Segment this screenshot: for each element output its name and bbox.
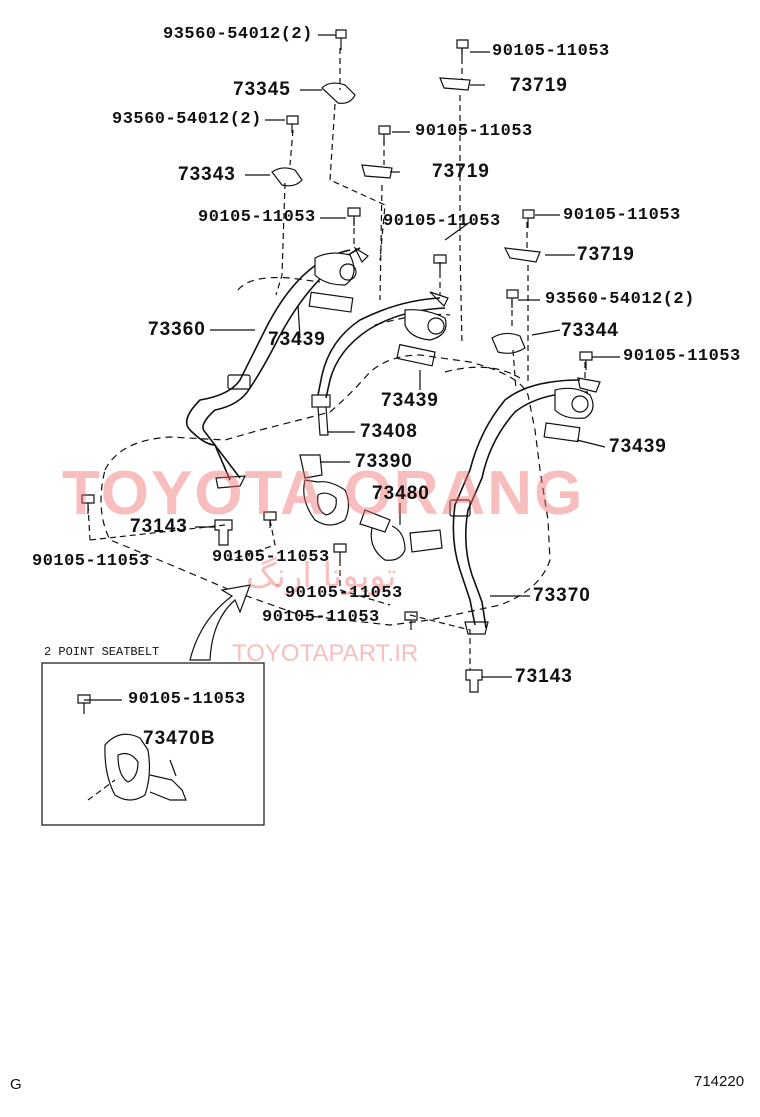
anchor-73143-right [465, 669, 483, 693]
label-73344: 73344 [561, 320, 619, 341]
label-bolt-90105-a: 90105-11053 [198, 208, 316, 227]
label-73480: 73480 [372, 483, 430, 504]
buckle-73390 [299, 454, 323, 479]
label-bolt-93560-top: 93560-54012(2) [163, 25, 313, 44]
belt-73360 [185, 249, 351, 481]
anchor-73143-left [214, 519, 233, 546]
bracket-73343 [271, 167, 303, 187]
belt-73370 [452, 379, 581, 626]
label-73719-mid: 73719 [432, 161, 490, 182]
label-inset-bolt: 90105-11053 [128, 690, 246, 709]
belt-center [317, 297, 441, 396]
corner-code-left: G [10, 1076, 22, 1093]
watermark-farsi: تویوتا ارنگ [246, 556, 397, 596]
label-73408: 73408 [360, 421, 418, 442]
label-bolt-93560-right: 93560-54012(2) [545, 290, 695, 309]
label-73439-left: 73439 [268, 329, 326, 350]
label-73143-left: 73143 [130, 516, 188, 537]
label-73143-right: 73143 [515, 666, 573, 687]
label-bolt-90105-center-low3: 90105-11053 [262, 608, 380, 627]
illustration-number: 714220 [694, 1073, 745, 1090]
inset-box [41, 662, 265, 826]
label-73390: 73390 [355, 451, 413, 472]
label-bolt-93560-mid: 93560-54012(2) [112, 110, 262, 129]
label-bolt-90105-right2: 90105-11053 [623, 347, 741, 366]
label-bolt-90105-right1: 90105-11053 [563, 206, 681, 225]
watermark-main: TOYOTA ORANG [62, 459, 585, 528]
bracket-73719-top [439, 77, 471, 91]
label-73360: 73360 [148, 319, 206, 340]
label-bolt-90105-top-center: 90105-11053 [492, 42, 610, 61]
label-73719-right: 73719 [577, 244, 635, 265]
label-73470b: 73470B [143, 728, 216, 749]
seat-back-line [237, 276, 321, 291]
label-bolt-90105-left-low: 90105-11053 [32, 552, 150, 571]
bracket-73345 [321, 82, 356, 104]
label-73439-right: 73439 [609, 436, 667, 457]
label-bolt-90105-center3: 90105-11053 [383, 212, 501, 231]
label-73345: 73345 [233, 79, 291, 100]
seat-back-line3 [444, 366, 521, 379]
inset-arrow [189, 584, 251, 661]
label-bolt-90105-center-low: 90105-11053 [212, 548, 330, 567]
buckle-73480 [359, 509, 391, 533]
label-bolt-90105-center2: 90105-11053 [415, 122, 533, 141]
label-bolt-90105-center-low2: 90105-11053 [285, 584, 403, 603]
watermark-sub: TOYOTAPART.IR [232, 640, 419, 667]
label-73343: 73343 [178, 164, 236, 185]
seatbelt-73470b [104, 733, 151, 801]
bracket-73719-right [503, 247, 541, 263]
label-73370: 73370 [533, 585, 591, 606]
label-73439-center: 73439 [381, 390, 439, 411]
bracket-73719-mid [361, 164, 393, 179]
bracket-73344 [491, 332, 526, 354]
label-73719-top: 73719 [510, 75, 568, 96]
bolt-icons [81, 29, 593, 630]
inset-title: 2 POINT SEATBELT [44, 645, 160, 659]
